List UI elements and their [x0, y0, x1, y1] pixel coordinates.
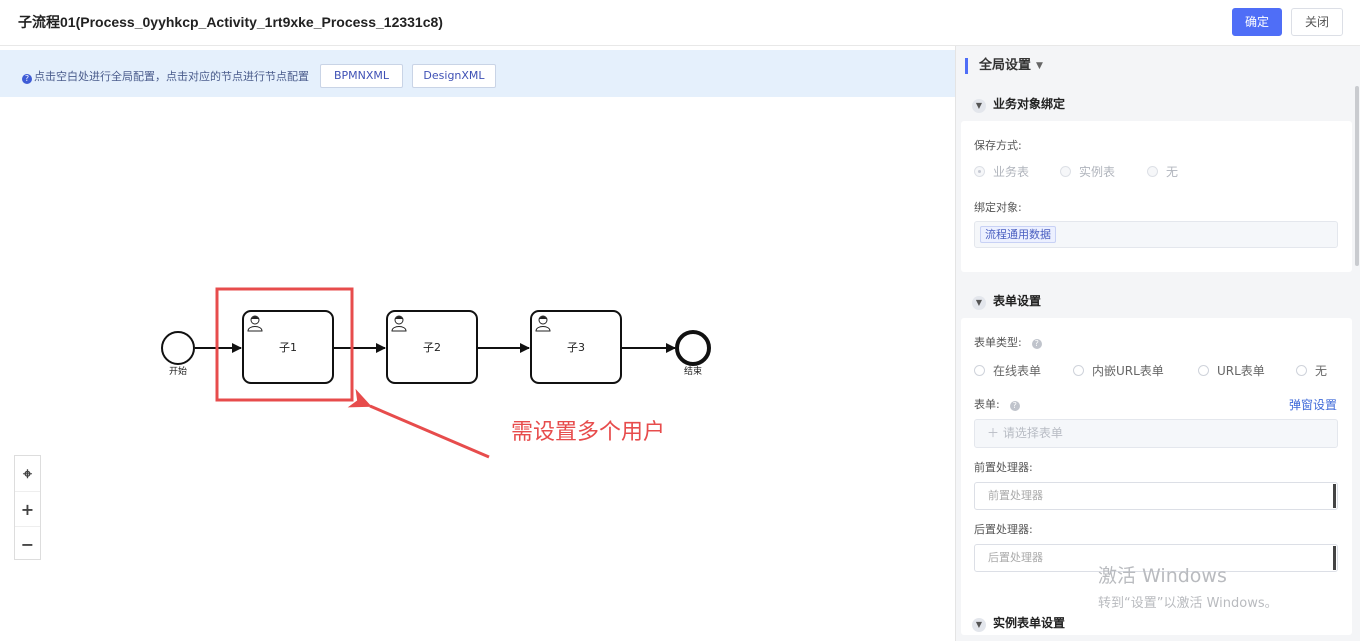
radio-online-form[interactable]: 在线表单	[974, 362, 1041, 379]
radio-none[interactable]: 无	[1147, 163, 1178, 180]
form-label: 表单:?	[974, 396, 1020, 412]
pre-handler-input[interactable]: 前置处理器	[974, 482, 1338, 510]
highlight-box	[215, 287, 354, 402]
user-icon	[535, 315, 551, 332]
radio-dot-icon	[974, 365, 985, 376]
section-business-binding[interactable]: ▼ 业务对象绑定	[972, 95, 1065, 113]
radio-none-label: 无	[1166, 165, 1179, 179]
tip-text: ?点击空白处进行全局配置，点击对应的节点进行节点配置	[22, 68, 309, 84]
watermark-line2: 转到“设置”以激活 Windows。	[1098, 596, 1278, 611]
task-node-1[interactable]: 子1	[242, 310, 334, 384]
watermark-line1: 激活 Windows	[1098, 565, 1227, 587]
end-event-label: 结束	[684, 365, 702, 377]
bind-object-label: 绑定对象:	[974, 201, 1022, 214]
task-node-2[interactable]: 子2	[386, 310, 478, 384]
radio-dot-icon	[1296, 365, 1307, 376]
move-icon[interactable]: ⌖	[22, 464, 32, 483]
panel-title-label: 全局设置	[979, 58, 1032, 73]
radio-embedded-url-form[interactable]: 内嵌URL表单	[1073, 362, 1164, 379]
collapse-icon: ▼	[972, 296, 986, 310]
form-type-label-text: 表单类型:	[974, 336, 1022, 349]
caret-down-icon: ▼	[1036, 61, 1043, 71]
help-icon[interactable]: ?	[1031, 339, 1042, 349]
select-form-field[interactable]: ＋ 请选择表单	[974, 419, 1338, 448]
radio-business-table-label: 业务表	[993, 165, 1030, 179]
process-diagram: 开始 子1 子2	[161, 287, 711, 459]
properties-panel: 全局设置 ▼ ▼ 业务对象绑定 保存方式: 业务表 实例表 无 绑定对象: 流程通用…	[955, 46, 1360, 641]
radio-form-none[interactable]: 无	[1296, 362, 1327, 379]
resize-handle[interactable]	[1333, 546, 1336, 570]
resize-handle[interactable]	[1333, 484, 1336, 508]
tip-bar: ?点击空白处进行全局配置，点击对应的节点进行节点配置 BPMNXML Desig…	[0, 50, 955, 97]
close-button[interactable]: 关闭	[1291, 8, 1343, 36]
radio-instance-table[interactable]: 实例表	[1060, 163, 1115, 180]
tip-label: 点击空白处进行全局配置，点击对应的节点进行节点配置	[34, 70, 309, 83]
zoom-in-icon[interactable]: +	[15, 491, 40, 526]
help-icon[interactable]: ?	[1009, 401, 1020, 411]
radio-dot-icon	[974, 166, 985, 177]
windows-activation-watermark: 激活 Windows 转到“设置”以激活 Windows。	[1098, 561, 1278, 611]
business-binding-card: 保存方式: 业务表 实例表 无 绑定对象: 流程通用数据	[961, 121, 1352, 272]
radio-url-form[interactable]: URL表单	[1198, 362, 1265, 379]
design-xml-button[interactable]: DesignXML	[412, 64, 496, 88]
select-form-placeholder: 请选择表单	[1002, 426, 1063, 440]
plus-icon: ＋	[987, 426, 1000, 440]
user-icon	[391, 315, 407, 332]
post-handler-placeholder: 后置处理器	[988, 551, 1043, 564]
radio-online-form-label: 在线表单	[993, 364, 1042, 378]
page-title: 子流程01(Process_0yyhkcp_Activity_1rt9xke_P…	[18, 14, 443, 30]
end-event[interactable]	[675, 330, 711, 366]
radio-form-none-label: 无	[1315, 364, 1328, 378]
bind-object-field[interactable]: 流程通用数据	[974, 221, 1338, 248]
highlight-arrow	[347, 388, 490, 459]
radio-dot-icon	[1060, 166, 1071, 177]
save-mode-label: 保存方式:	[974, 139, 1022, 152]
section-instance-form-label: 实例表单设置	[993, 616, 1066, 630]
bpmn-canvas[interactable]: ?点击空白处进行全局配置，点击对应的节点进行节点配置 BPMNXML Desig…	[0, 46, 955, 641]
section-instance-form[interactable]: ▼ 实例表单设置	[972, 614, 1065, 632]
user-icon	[247, 315, 263, 332]
radio-dot-icon	[1147, 166, 1158, 177]
post-handler-label: 后置处理器:	[974, 523, 1033, 536]
start-event[interactable]	[161, 331, 195, 365]
bind-object-tag: 流程通用数据	[980, 226, 1056, 243]
radio-instance-table-label: 实例表	[1079, 165, 1116, 179]
form-settings-card: 表单类型:? 在线表单 内嵌URL表单 URL表单 无 表单:? 弹窗设置 ＋ …	[961, 318, 1352, 635]
task-node-3-label: 子3	[567, 341, 585, 354]
annotation-text: 需设置多个用户	[511, 420, 666, 445]
section-form-settings[interactable]: ▼ 表单设置	[972, 292, 1041, 310]
task-node-1-label: 子1	[279, 341, 297, 354]
post-handler-input[interactable]: 后置处理器	[974, 544, 1338, 572]
panel-scrollbar[interactable]	[1355, 86, 1359, 266]
section-form-settings-label: 表单设置	[993, 294, 1042, 308]
pre-handler-label: 前置处理器:	[974, 461, 1033, 474]
radio-business-table[interactable]: 业务表	[974, 163, 1029, 180]
pre-handler-placeholder: 前置处理器	[988, 489, 1043, 502]
form-type-label: 表单类型:?	[974, 334, 1042, 350]
zoom-controls: ⌖ + −	[14, 455, 41, 560]
radio-url-form-label: URL表单	[1217, 364, 1265, 378]
section-business-binding-label: 业务对象绑定	[993, 97, 1066, 111]
zoom-out-icon[interactable]: −	[15, 526, 40, 561]
form-label-text: 表单:	[974, 398, 1000, 411]
confirm-button[interactable]: 确定	[1232, 8, 1282, 36]
radio-dot-icon	[1198, 365, 1209, 376]
radio-embedded-url-form-label: 内嵌URL表单	[1092, 364, 1164, 378]
collapse-icon: ▼	[972, 618, 986, 632]
radio-dot-icon	[1073, 365, 1084, 376]
collapse-icon: ▼	[972, 99, 986, 113]
popup-settings-link[interactable]: 弹窗设置	[1288, 398, 1337, 412]
top-bar: 子流程01(Process_0yyhkcp_Activity_1rt9xke_P…	[0, 0, 1360, 46]
task-node-3[interactable]: 子3	[530, 310, 622, 384]
panel-title[interactable]: 全局设置 ▼	[965, 58, 1043, 74]
question-icon: ?	[22, 74, 32, 84]
bpmn-xml-button[interactable]: BPMNXML	[320, 64, 403, 88]
start-event-label: 开始	[169, 365, 187, 377]
task-node-2-label: 子2	[423, 341, 441, 354]
